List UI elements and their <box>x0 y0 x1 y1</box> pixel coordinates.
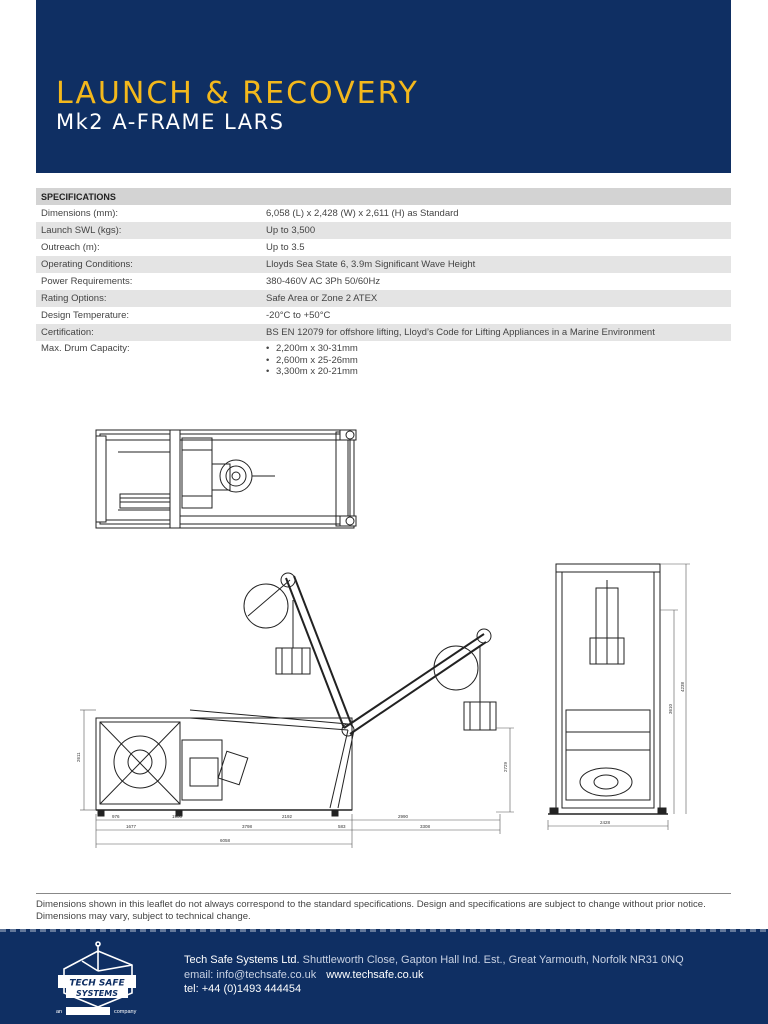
spec-value: Up to 3.5 <box>266 242 305 253</box>
side-view-drawing <box>95 572 497 817</box>
spec-value: 380-460V AC 3Ph 50/60Hz <box>266 276 381 287</box>
logo-tagline: company <box>114 1009 137 1015</box>
end-view-drawing <box>548 563 668 815</box>
spec-row: Launch SWL (kgs): Up to 3,500 <box>36 222 731 239</box>
dimension-label: 2428 <box>600 820 611 825</box>
dimension-label: 1677 <box>126 824 137 829</box>
list-item: 2,600m x 25-26mm <box>266 355 731 367</box>
spec-row: Dimensions (mm): 6,058 (L) x 2,428 (W) x… <box>36 205 731 222</box>
dimension-label: 2729 <box>503 761 508 772</box>
dimension-label: 3798 <box>242 824 253 829</box>
disclaimer-note: Dimensions shown in this leaflet do not … <box>36 899 706 922</box>
contact-details: Tech Safe Systems Ltd. Shuttleworth Clos… <box>184 953 684 997</box>
dimension-label: 4238 <box>680 681 685 692</box>
dimension-label: 3308 <box>420 824 431 829</box>
dimension-label: 2611 <box>76 752 81 762</box>
header-banner: LAUNCH & RECOVERY Mk2 A-FRAME LARS <box>36 0 731 173</box>
specifications-heading: SPECIFICATIONS <box>41 191 116 202</box>
spec-label: Dimensions (mm): <box>41 208 119 219</box>
engineering-drawings: 2611 2729 976 1900 2192 2990 1677 3798 5… <box>76 429 690 848</box>
drum-capacity-list: 2,200m x 30-31mm 2,600m x 25-26mm 3,300m… <box>266 343 731 378</box>
spec-value: Lloyds Sea State 6, 3.9m Significant Wav… <box>266 259 476 270</box>
spec-value: 6,058 (L) x 2,428 (W) x 2,611 (H) as Sta… <box>266 208 459 219</box>
logo-text: TECH SAFE <box>69 979 125 989</box>
spec-label: Certification: <box>41 327 94 338</box>
spec-row: Design Temperature: -20°C to +50°C <box>36 307 731 324</box>
website-link[interactable]: www.techsafe.co.uk <box>326 968 424 981</box>
spec-row: Operating Conditions: Lloyds Sea State 6… <box>36 256 731 273</box>
divider <box>36 893 731 894</box>
email-link[interactable]: email: info@techsafe.co.uk <box>184 968 317 981</box>
logo-text: SYSTEMS <box>76 989 118 998</box>
footer: TECH SAFE SYSTEMS an company Tech Safe S… <box>0 929 768 1024</box>
spec-label: Design Temperature: <box>41 310 130 321</box>
company-address: Shuttleworth Close, Gapton Hall Ind. Est… <box>299 954 684 966</box>
dimension-label: 1900 <box>172 814 183 819</box>
spec-label: Max. Drum Capacity: <box>41 343 130 354</box>
spec-row: Outreach (m): Up to 3.5 <box>36 239 731 256</box>
logo-tagline: an <box>56 1009 62 1015</box>
list-item: 2,200m x 30-31mm <box>266 343 731 355</box>
company-name: Tech Safe Systems Ltd. <box>184 954 300 966</box>
spec-row: Certification: BS EN 12079 for offshore … <box>36 324 731 341</box>
footer-stripe <box>0 929 768 932</box>
spec-row-drum-capacity: Max. Drum Capacity: 2,200m x 30-31mm 2,6… <box>36 341 731 378</box>
page-title: LAUNCH & RECOVERY <box>56 76 419 111</box>
spec-label: Outreach (m): <box>41 242 100 253</box>
dimension-label: 3610 <box>668 703 673 714</box>
spec-value: BS EN 12079 for offshore lifting, Lloyd’… <box>266 327 655 338</box>
tech-safe-systems-logo: TECH SAFE SYSTEMS an company <box>56 941 137 1015</box>
page-subtitle: Mk2 A-FRAME LARS <box>56 110 285 134</box>
spec-label: Power Requirements: <box>41 276 133 287</box>
spec-value: Up to 3,500 <box>266 225 316 236</box>
telephone[interactable]: tel: +44 (0)1493 444454 <box>184 983 302 995</box>
specifications-heading-row: SPECIFICATIONS <box>36 188 731 205</box>
dimension-label: 2990 <box>398 814 409 819</box>
specifications-table: SPECIFICATIONS Dimensions (mm): 6,058 (L… <box>36 188 731 378</box>
dimension-label: 976 <box>112 814 120 819</box>
spec-value: -20°C to +50°C <box>266 310 331 321</box>
spec-value: Safe Area or Zone 2 ATEX <box>266 293 378 304</box>
dimension-label: 6058 <box>220 838 231 843</box>
spec-label: Operating Conditions: <box>41 259 133 270</box>
spec-label: Rating Options: <box>41 293 107 304</box>
spec-row: Rating Options: Safe Area or Zone 2 ATEX <box>36 290 731 307</box>
plan-view-drawing <box>95 429 357 529</box>
dimension-label: 583 <box>338 824 346 829</box>
dimension-label: 2192 <box>282 814 293 819</box>
list-item: 3,300m x 20-21mm <box>266 366 731 378</box>
spec-label: Launch SWL (kgs): <box>41 225 122 236</box>
spec-row: Power Requirements: 380-460V AC 3Ph 50/6… <box>36 273 731 290</box>
